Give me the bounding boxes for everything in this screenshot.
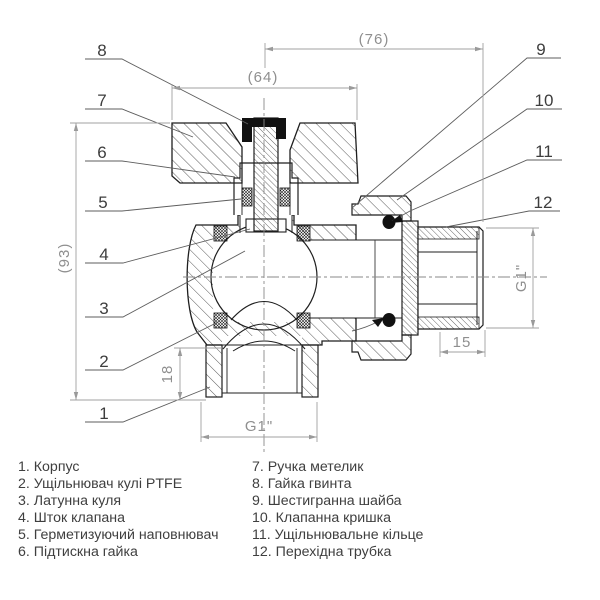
legend-item-1: 1. Корпус — [18, 459, 80, 475]
stem-screw-nut-right — [276, 127, 286, 139]
callout-9: 9 — [536, 40, 545, 59]
tailpiece-thread-bottom — [417, 316, 480, 330]
ball-port-arc-upper — [230, 300, 298, 321]
callout-10: 10 — [535, 91, 554, 110]
leader-3 — [85, 250, 246, 318]
dim-g1-bottom-lines — [200, 402, 318, 442]
leader-10 — [396, 108, 562, 201]
leader-2 — [85, 320, 221, 371]
dim-18-lines — [174, 347, 222, 400]
dim-64-lines — [171, 84, 358, 120]
packing-seal-right — [279, 187, 291, 207]
outlet-bore-right — [310, 240, 402, 318]
tailpiece-bore-lines — [418, 231, 478, 325]
leader-arrow-o-ring-bottom — [372, 318, 384, 327]
valve-stem — [253, 117, 279, 232]
ball-port-arc-lower — [232, 340, 296, 352]
callout-7: 7 — [97, 91, 106, 110]
dim-76-lines — [264, 43, 484, 222]
stem-screw-nut-left — [242, 127, 252, 142]
callout-4: 4 — [99, 245, 108, 264]
callout-8: 8 — [97, 41, 106, 60]
union-nut — [351, 195, 412, 361]
valve-body — [186, 213, 402, 400]
leader-11 — [391, 159, 562, 222]
ball-chamber — [213, 233, 314, 322]
leader-4 — [85, 228, 251, 264]
legend-item-12: 12. Перехідна трубка — [252, 543, 392, 560]
callout-1: 1 — [99, 404, 108, 423]
outlet-wall-left — [205, 344, 223, 398]
o-ring-top — [382, 215, 396, 229]
handle-wing-right — [289, 122, 359, 184]
legend-item-4: 4. Шток клапана — [18, 509, 125, 526]
legend-column-right: 7. Ручка метелик 8. Гайка гвинта 9. Шест… — [252, 459, 582, 560]
dim-label-g1-right: G1" — [513, 264, 530, 292]
valve-cross-section-diagram: 8 7 6 5 4 3 2 1 9 10 11 12 — [56, 31, 562, 452]
callout-5: 5 — [98, 193, 107, 212]
dimensions — [70, 43, 539, 442]
callout-3: 3 — [99, 299, 108, 318]
leader-6 — [85, 160, 236, 178]
dimension-labels: (64) (76) (93) 18 15 G1" G1" — [56, 31, 530, 435]
leader-7 — [85, 108, 194, 138]
leader-9 — [351, 57, 561, 209]
union-nut-bottom — [351, 334, 412, 361]
legend-item-3: 3. Латунна куля — [18, 492, 122, 509]
outlet-wall-right — [301, 344, 319, 398]
parts-legend: 1. Корпус 2. Ущільнювач кулі PTFE 3. Лат… — [0, 459, 600, 579]
dim-label-76: (76) — [359, 31, 390, 48]
tailpiece-thread-top — [417, 226, 480, 240]
legend-item-6: 6. Підтискна гайка — [18, 543, 138, 560]
outlet-bore-bottom — [222, 336, 302, 400]
dim-label-18: 18 — [159, 365, 176, 384]
leader-8 — [85, 58, 249, 125]
dim-label-64: (64) — [248, 69, 279, 86]
callout-11: 11 — [535, 142, 553, 161]
o-ring-bottom — [382, 313, 396, 327]
callout-numbers: 8 7 6 5 4 3 2 1 9 10 11 12 — [97, 40, 553, 423]
dim-g1-right-lines — [486, 227, 539, 329]
legend-item-11: 11. Ущільнювальне кільце — [252, 526, 424, 543]
callout-2: 2 — [99, 352, 108, 371]
leader-arrow-o-ring-top — [389, 215, 403, 223]
legend-item-8: 8. Гайка гвинта — [252, 475, 352, 492]
legend-item-5: 5. Герметизуючий наповнювач — [18, 526, 219, 543]
ptfe-seat-top-right — [296, 225, 311, 242]
legend-item-2: 2. Ущільнювач кулі PTFE — [18, 475, 183, 492]
packing-seal-left — [241, 187, 253, 207]
leader-1 — [85, 386, 211, 423]
dim-93-lines — [70, 122, 206, 401]
legend-item-9: 9. Шестигранна шайба — [252, 492, 402, 509]
centerlines — [183, 98, 547, 452]
tailpiece — [382, 215, 484, 336]
dim-label-93: (93) — [56, 243, 73, 274]
ptfe-seat-bottom-left — [213, 312, 228, 329]
legend-column-left: 1. Корпус 2. Ущільнювач кулі PTFE 3. Лат… — [18, 459, 248, 560]
handle-wing-left — [171, 122, 243, 184]
callout-12: 12 — [534, 193, 553, 212]
dim-label-15: 15 — [453, 334, 472, 351]
legend-item-10: 10. Клапанна кришка — [252, 509, 391, 526]
leader-12 — [445, 210, 560, 228]
bottom-outlet — [205, 344, 319, 398]
butterfly-handle — [171, 122, 359, 184]
dim-label-g1-bottom: G1" — [245, 418, 273, 435]
ptfe-seat-bottom-right — [296, 312, 311, 329]
outlet-thread-lines — [222, 348, 302, 394]
ptfe-seat-top-left — [213, 225, 228, 242]
leader-5 — [85, 198, 242, 212]
callout-leaders — [85, 57, 562, 423]
legend-item-7: 7. Ручка метелик — [252, 459, 364, 475]
union-nut-top — [351, 195, 412, 222]
callout-6: 6 — [97, 143, 106, 162]
tailpiece-tube — [417, 226, 484, 330]
tailpiece-flange — [401, 220, 419, 336]
